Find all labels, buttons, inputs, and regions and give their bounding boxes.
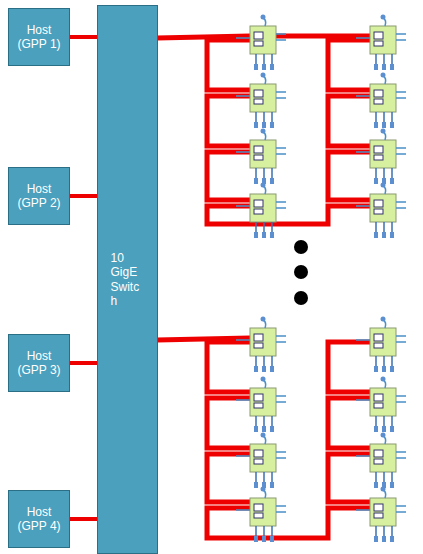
host-link [70,194,97,198]
host-box: Host (GPP 4) [8,490,70,548]
fpga-chip [236,129,286,185]
host-box: Host (GPP 2) [8,167,70,225]
chain-wire [207,342,370,538]
dot [294,265,308,279]
node-label: 10 GigE Switch [111,251,145,309]
node-label: Host (GPP 2) [17,182,61,211]
host-link [70,35,97,39]
fpga-chip [236,183,286,239]
fpga-chip [356,183,406,239]
dot [294,240,308,254]
dot [294,291,308,305]
daisy-chain-wires [157,36,372,538]
fpga-chip [236,317,286,373]
host-link [70,361,97,365]
fpga-chip [236,377,286,433]
fpga-chip [356,433,406,489]
host-box: Host (GPP 1) [8,8,70,66]
fpga-chip [236,487,286,543]
fpga-chip [356,487,406,543]
host-link [70,517,97,521]
ellipsis-dots [294,240,308,305]
chain-wire [207,36,372,224]
fpga-chips [236,15,406,543]
fpga-chip [236,15,286,71]
node-label: Host (GPP 1) [17,23,61,52]
node-label: Host (GPP 4) [17,505,61,534]
fpga-chip [356,317,406,373]
fpga-chip [356,129,406,185]
fpga-chip [236,73,286,129]
fpga-chip [356,73,406,129]
switch-box: 10 GigE Switch [97,5,158,554]
fpga-chip [236,433,286,489]
host-box: Host (GPP 3) [8,334,70,392]
fpga-chip [356,15,406,71]
fpga-chip [356,377,406,433]
node-label: Host (GPP 3) [17,349,61,378]
